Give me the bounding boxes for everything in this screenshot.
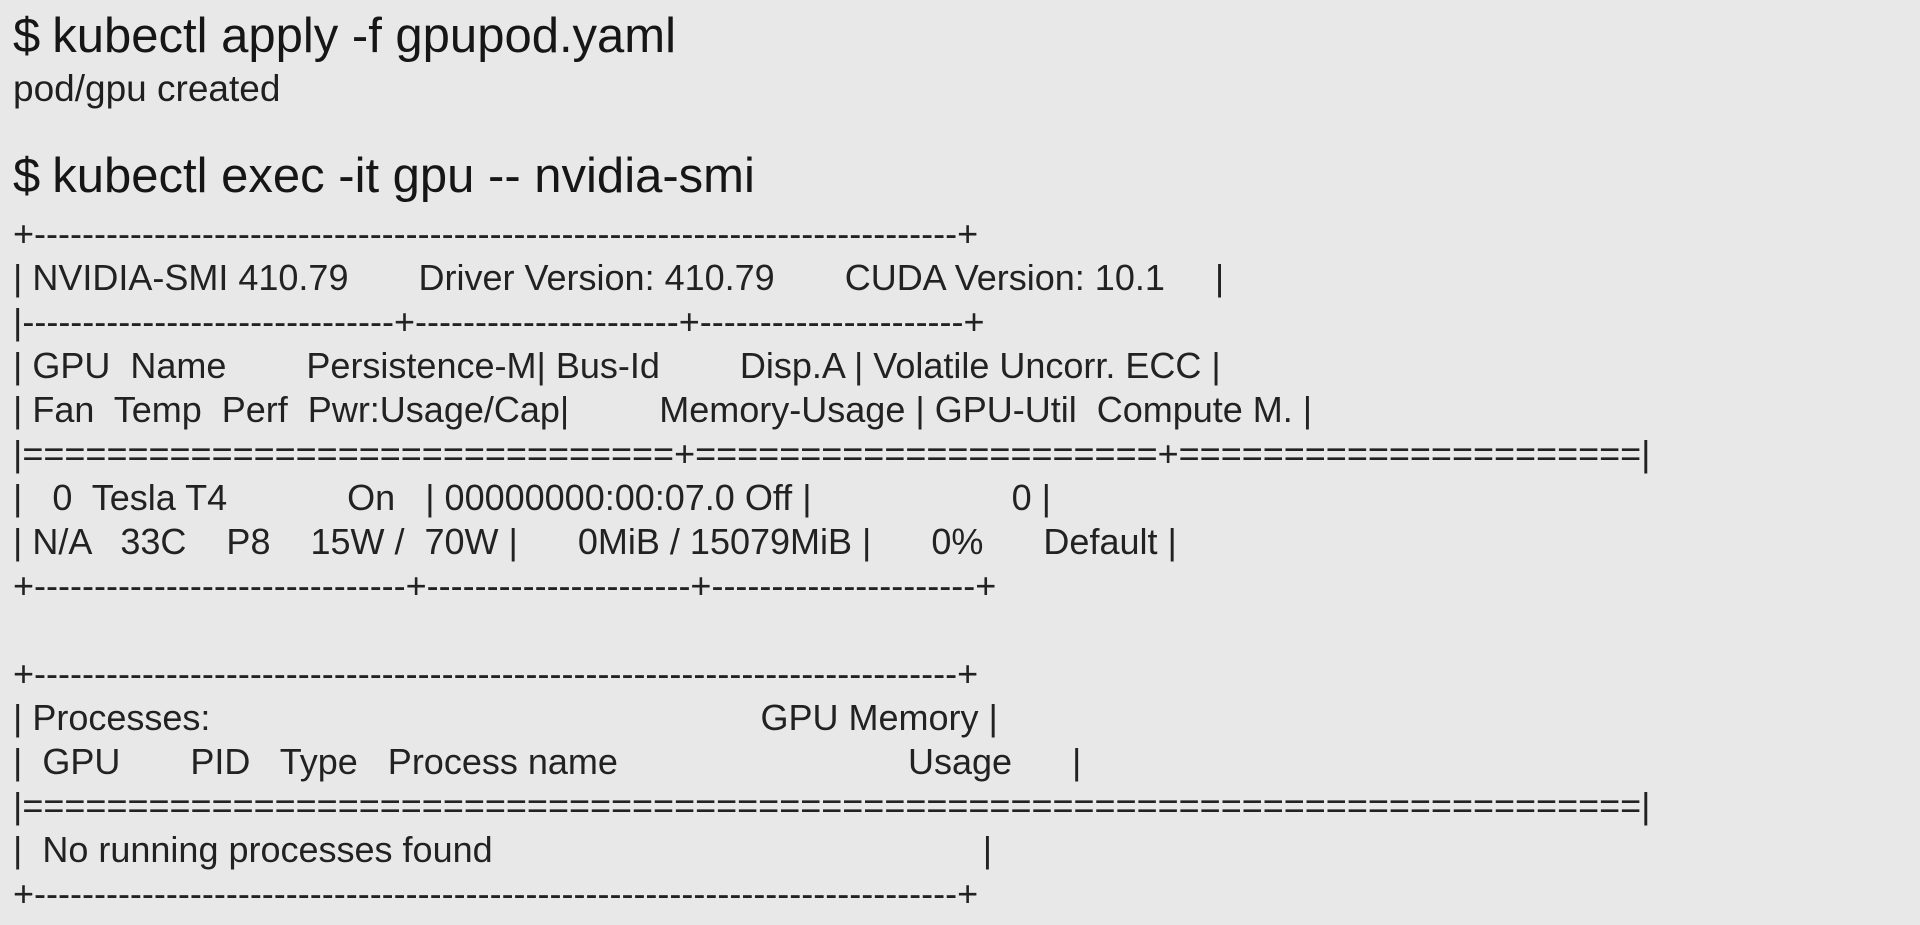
smi-version-line: | NVIDIA-SMI 410.79 Driver Version: 410.…	[13, 257, 1225, 298]
smi-header-row-2: | Fan Temp Perf Pwr:Usage/Cap| Memory-Us…	[13, 389, 1313, 430]
smi-blank-line	[13, 608, 1920, 652]
shell-prompt: $	[13, 149, 41, 203]
smi-header-row-1: | GPU Name Persistence-M| Bus-Id Disp.A …	[13, 345, 1221, 386]
command-text-apply: kubectl apply -f gpupod.yaml	[52, 9, 677, 63]
command-line-exec: $kubectl exec -it gpu -- nvidia-smi	[13, 146, 1920, 206]
smi-equals-divider: |===============================+=======…	[13, 433, 1651, 474]
proc-bottom-border: +---------------------------------------…	[13, 873, 979, 914]
proc-top-border: +---------------------------------------…	[13, 653, 979, 694]
shell-prompt: $	[13, 9, 41, 63]
proc-header-row: | GPU PID Type Process name Usage |	[13, 741, 1082, 782]
smi-gpu-row-1: | 0 Tesla T4 On | 00000000:00:07.0 Off |…	[13, 477, 1051, 518]
command-line-apply: $kubectl apply -f gpupod.yaml	[13, 6, 1920, 66]
smi-top-border: +---------------------------------------…	[13, 213, 979, 254]
proc-title-row: | Processes: GPU Memory |	[13, 697, 998, 738]
smi-bottom-border: +-------------------------------+-------…	[13, 565, 997, 606]
smi-gpu-row-2: | N/A 33C P8 15W / 70W | 0MiB / 15079MiB…	[13, 521, 1177, 562]
command-output-pod-created: pod/gpu created	[13, 68, 281, 109]
nvidia-smi-output: +---------------------------------------…	[13, 212, 1920, 916]
command-text-exec: kubectl exec -it gpu -- nvidia-smi	[52, 149, 755, 203]
smi-column-divider: |-------------------------------+-------…	[13, 301, 985, 342]
proc-empty-row: | No running processes found |	[13, 829, 993, 870]
proc-equals-divider: |=======================================…	[13, 785, 1651, 826]
